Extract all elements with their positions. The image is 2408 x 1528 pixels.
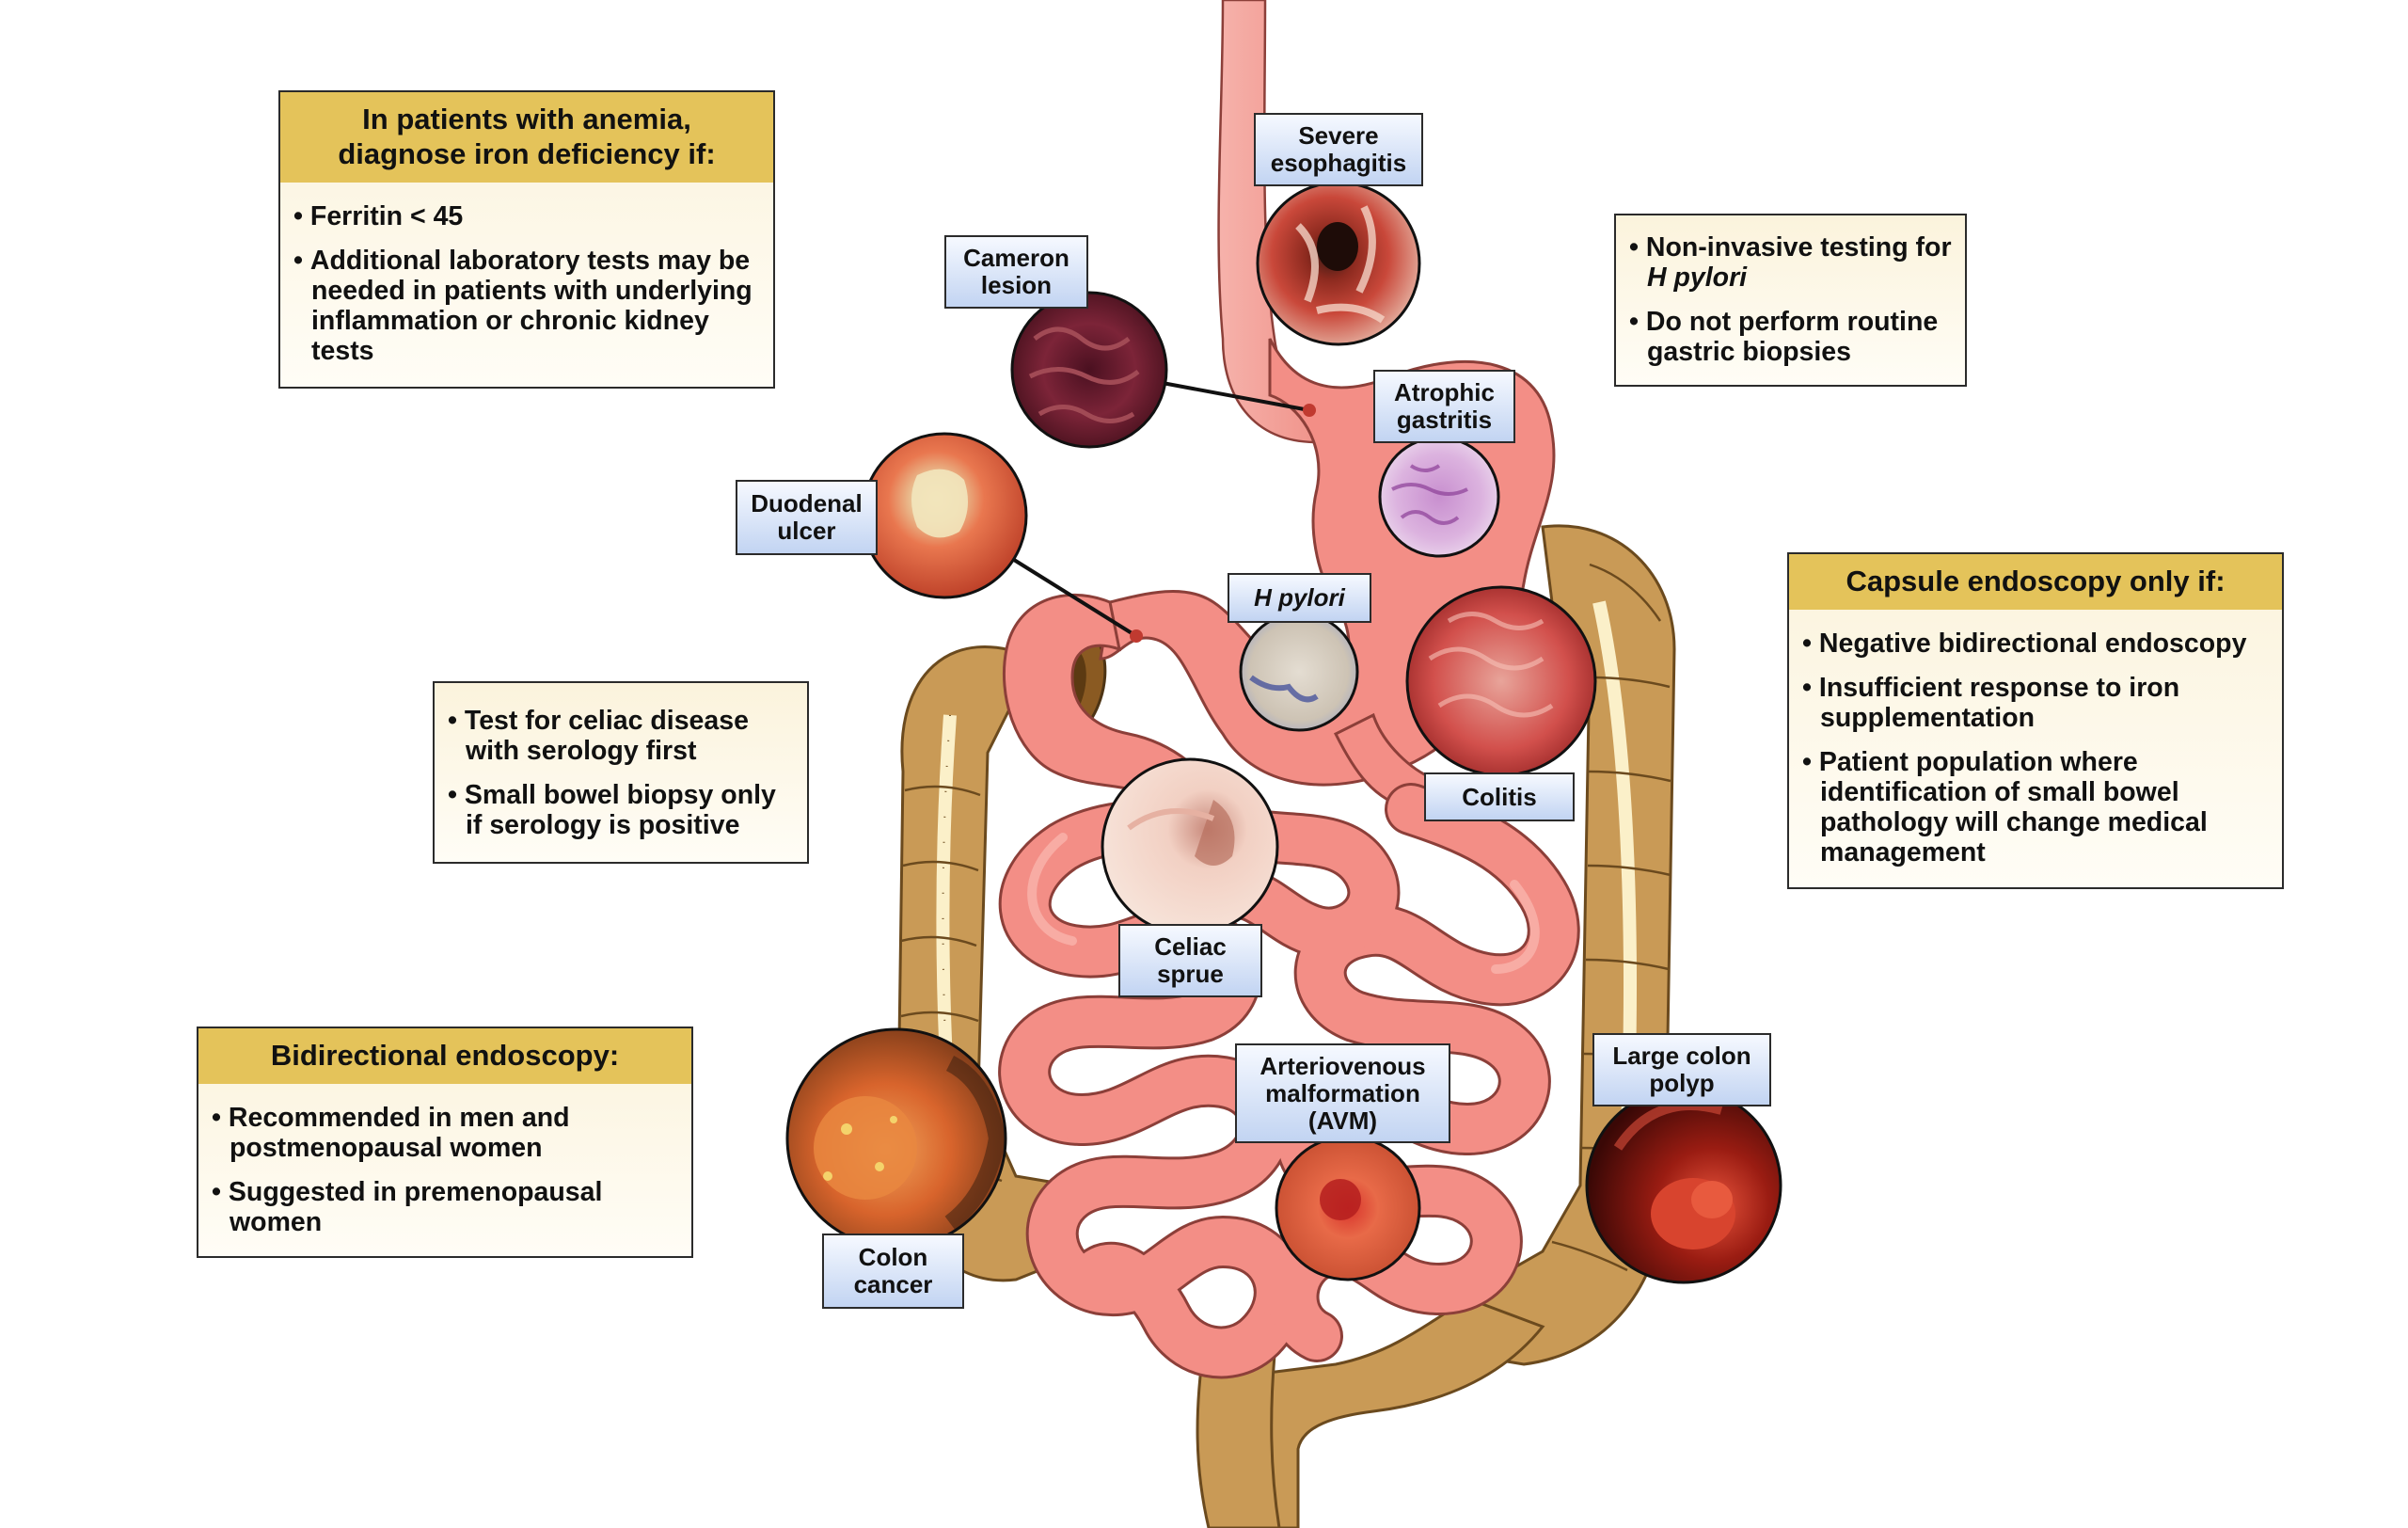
list-item: Additional laboratory tests may be neede…: [293, 246, 760, 366]
iron-deficiency-list: Ferritin < 45 Additional laboratory test…: [280, 183, 773, 393]
list-item: Test for celiac disease with serology fi…: [448, 706, 794, 766]
h-pylori-testing-box: Non-invasive testing for H pylori Do not…: [1614, 214, 1967, 387]
list-item: Suggested in premenopausal women: [212, 1177, 678, 1237]
image-insets: [785, 181, 1782, 1284]
list-item: Ferritin < 45: [293, 201, 760, 231]
atrophic-gastritis-histology-image: [1378, 436, 1500, 558]
celiac-testing-list: Test for celiac disease with serology fi…: [435, 683, 807, 867]
list-item: Negative bidirectional endoscopy: [1802, 629, 2269, 659]
label-colitis: Colitis: [1424, 772, 1575, 821]
label-h-pylori: H pylori: [1228, 573, 1371, 623]
iron-deficiency-box: In patients with anemia, diagnose iron d…: [278, 90, 775, 389]
bidirectional-endoscopy-box: Bidirectional endoscopy: Recommended in …: [197, 1027, 693, 1258]
avm-endoscopy-image: [1275, 1135, 1421, 1281]
list-item: Small bowel biopsy only if serology is p…: [448, 780, 794, 840]
list-item: Recommended in men and postmenopausal wo…: [212, 1103, 678, 1163]
list-item: Do not perform routine gastric biopsies: [1629, 307, 1952, 367]
pointer-lines: [1005, 379, 1310, 638]
list-item: Patient population where identification …: [1802, 747, 2269, 867]
bidirectional-endoscopy-title: Bidirectional endoscopy:: [198, 1028, 691, 1084]
capsule-endoscopy-title: Capsule endoscopy only if:: [1789, 554, 2282, 610]
colitis-endoscopy-image: [1405, 585, 1597, 777]
cameron-pointer-dot: [1303, 404, 1316, 417]
large-colon-polyp-endoscopy-image: [1585, 1087, 1782, 1284]
capsule-endoscopy-box: Capsule endoscopy only if: Negative bidi…: [1787, 552, 2284, 889]
cameron-lesion-endoscopy-image: [1010, 291, 1168, 449]
duodenal-ulcer-endoscopy-image: [861, 432, 1028, 599]
list-item: Insufficient response to iron supplement…: [1802, 673, 2269, 733]
duodenal-pointer-dot: [1130, 629, 1143, 643]
h-pylori-histology-image: [1239, 612, 1359, 732]
iron-deficiency-box-title: In patients with anemia, diagnose iron d…: [280, 92, 773, 183]
bidirectional-endoscopy-list: Recommended in men and postmenopausal wo…: [198, 1084, 691, 1265]
celiac-sprue-endoscopy-image: [1101, 757, 1279, 936]
h-pylori-testing-list: Non-invasive testing for H pylori Do not…: [1616, 215, 1965, 394]
celiac-testing-box: Test for celiac disease with serology fi…: [433, 681, 809, 864]
capsule-endoscopy-list: Negative bidirectional endoscopy Insuffi…: [1789, 610, 2282, 895]
list-item: Non-invasive testing for H pylori: [1629, 232, 1952, 293]
severe-esophagitis-endoscopy-image: [1256, 181, 1421, 346]
colon-cancer-endoscopy-image: [785, 1027, 1007, 1249]
